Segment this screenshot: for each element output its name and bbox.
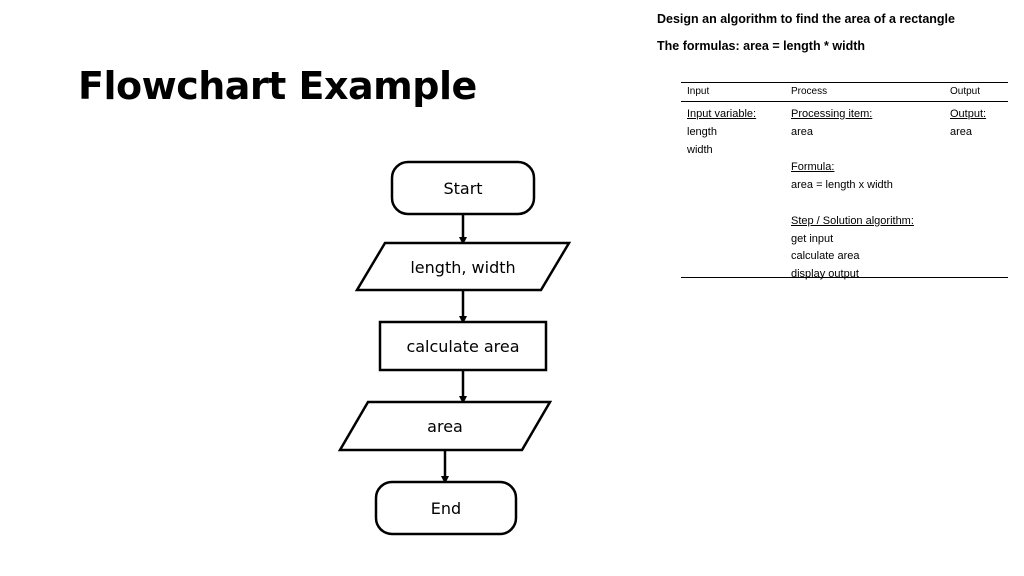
problem-statement: Design an algorithm to find the area of … [657, 12, 955, 26]
input-item: length [687, 125, 717, 138]
start-label: Start [443, 179, 482, 198]
formula-statement: The formulas: area = length * width [657, 39, 866, 53]
end-label: End [431, 499, 461, 518]
ipo-table-body: Input variable: length width Processing … [681, 102, 1008, 280]
process-label: calculate area [406, 337, 519, 356]
process-node: calculate area [378, 320, 548, 372]
input-item: width [687, 143, 713, 156]
processing-item-label: Processing item: [791, 108, 873, 120]
ipo-table-header: Input Process Output [681, 82, 1008, 102]
header-process: Process [791, 86, 828, 97]
end-node: End [374, 480, 518, 536]
output-item: area [950, 125, 973, 138]
step-item: get input [791, 232, 834, 245]
output-label: Output: [950, 108, 987, 120]
start-node: Start [390, 160, 536, 216]
header-output: Output [950, 86, 981, 97]
formula-text: area = length x width [791, 179, 893, 192]
ipo-table: Input Process Output Input variable: len… [681, 82, 1008, 280]
header-input: Input [687, 86, 710, 97]
slide-title: Flowchart Example [78, 64, 477, 108]
output-column: Output: area [950, 106, 986, 142]
input-column: Input variable: length width [687, 106, 756, 159]
steps-label: Step / Solution algorithm: [791, 214, 914, 227]
formula-label: Formula: [791, 161, 835, 174]
input-label: length, width [410, 258, 515, 277]
input-node: length, width [354, 241, 572, 292]
step-item: calculate area [791, 250, 860, 263]
step-item: display output [791, 268, 859, 281]
output-node: area [337, 400, 553, 452]
output-label: area [427, 417, 463, 436]
processing-item: area [791, 125, 814, 138]
process-column: Processing item: area Formula: area = le… [791, 106, 914, 284]
input-variable-label: Input variable: [687, 108, 757, 120]
